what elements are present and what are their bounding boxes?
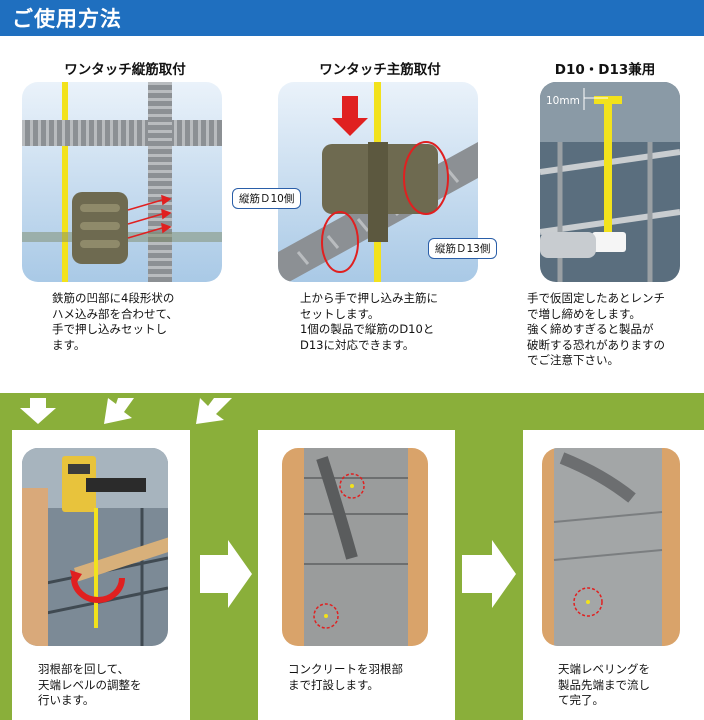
step-3-title: D10・D13兼用 bbox=[554, 62, 656, 78]
step-2-description: 上から手で押し込み主筋に セットします。 1個の製品で縦筋のD10と D13に対… bbox=[300, 291, 438, 353]
measure-label: 10mm bbox=[546, 95, 580, 107]
step-1-photo bbox=[22, 82, 222, 282]
step-2-title: ワンタッチ主筋取付 bbox=[319, 62, 441, 78]
desc-line: ます。 bbox=[52, 337, 86, 352]
desc-line: 天端レベリングを bbox=[558, 662, 650, 676]
desc-line: 天端レベルの調整を bbox=[38, 677, 142, 692]
desc-line: て完了。 bbox=[558, 693, 604, 707]
step-3-photo bbox=[540, 82, 680, 282]
step-4-photo bbox=[22, 448, 168, 646]
desc-line: まで打設します。 bbox=[288, 677, 379, 692]
step-1-description: 鉄筋の凹部に4段形状の ハメ込み部を合わせて、 手で押し込みセットし ます。 bbox=[52, 291, 178, 353]
down-arrow-icon bbox=[196, 398, 232, 424]
callout-d10-side: 縦筋Ｄ10側 bbox=[232, 188, 302, 209]
desc-line: セットします。 bbox=[300, 306, 380, 321]
desc-line: 破断する恐れがありますの bbox=[527, 337, 665, 352]
desc-line: コンクリートを羽根部 bbox=[288, 662, 403, 676]
page-title: ご使用方法 bbox=[12, 7, 122, 31]
desc-line: ハメ込み部を合わせて、 bbox=[52, 306, 178, 321]
desc-line: 1個の製品で縦筋のD10と bbox=[300, 322, 435, 336]
step-3-description: 手で仮固定したあとレンチ で増し締めをします。 強く締めすぎると製品が 破断する… bbox=[527, 291, 665, 369]
step-5-photo bbox=[282, 448, 428, 646]
callout-d13-side: 縦筋Ｄ13側 bbox=[428, 238, 498, 259]
desc-line: 手で仮固定したあとレンチ bbox=[527, 291, 665, 305]
step-1-title: ワンタッチ縦筋取付 bbox=[64, 62, 186, 78]
down-arrow-icon bbox=[20, 398, 56, 424]
step-5-description: コンクリートを羽根部 まで打設します。 bbox=[288, 662, 403, 693]
desc-line: 製品先端まで流し bbox=[558, 677, 650, 692]
right-arrow-icon bbox=[462, 540, 516, 608]
down-arrow-icon bbox=[104, 398, 134, 424]
desc-line: 羽根部を回して、 bbox=[38, 662, 130, 676]
step-4-description: 羽根部を回して、 天端レベルの調整を 行います。 bbox=[38, 662, 142, 709]
desc-line: でご注意下さい。 bbox=[527, 353, 619, 367]
step-6-description: 天端レベリングを 製品先端まで流し て完了。 bbox=[558, 662, 650, 709]
desc-line: 強く締めすぎると製品が bbox=[527, 322, 654, 336]
desc-line: で増し締めをします。 bbox=[527, 306, 641, 321]
desc-line: 行います。 bbox=[38, 693, 95, 707]
desc-line: 手で押し込みセットし bbox=[52, 322, 167, 336]
right-arrow-icon bbox=[200, 540, 252, 608]
desc-line: D13に対応できます。 bbox=[300, 337, 415, 352]
step-6-photo bbox=[542, 448, 680, 646]
desc-line: 鉄筋の凹部に4段形状の bbox=[52, 291, 175, 305]
header-bar: ご使用方法 bbox=[0, 0, 704, 36]
desc-line: 上から手で押し込み主筋に bbox=[300, 291, 438, 305]
